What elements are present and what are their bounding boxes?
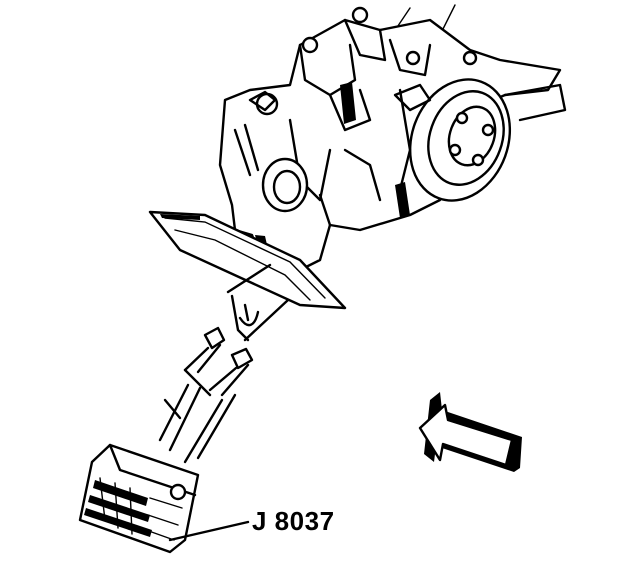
left-arrow-icon xyxy=(418,392,522,472)
piston-ring-compressor-icon xyxy=(78,443,250,554)
head-gasket xyxy=(148,210,347,310)
tool-callout-label: J 8037 xyxy=(252,506,335,536)
piston-rod-assembly xyxy=(158,263,290,464)
crankshaft-pulley xyxy=(393,78,567,202)
